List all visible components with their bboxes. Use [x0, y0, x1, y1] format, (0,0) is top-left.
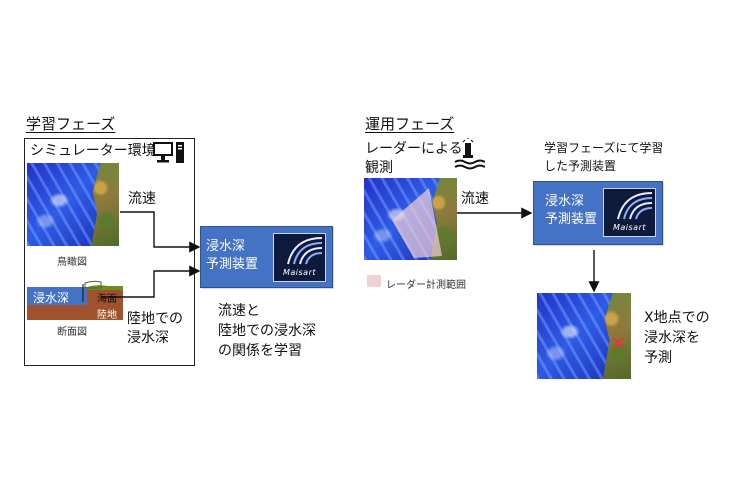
cross-section-diagram [27, 280, 123, 320]
learning-maisart-logo-icon: Maisart [273, 233, 326, 282]
operation-logo-text: Maisart [612, 223, 647, 232]
predict-line2: 浸水深を [644, 330, 700, 346]
radar-legend-swatch [367, 275, 381, 287]
predict-line1: X地点での [644, 310, 710, 326]
relation-line3: の関係を学習 [218, 343, 302, 359]
operation-maisart-logo-icon: Maisart [603, 188, 656, 237]
learning-device-line2: 予測装置 [206, 257, 259, 272]
sea-tag: 海面 [97, 294, 117, 305]
operation-device-line1: 浸水深 [545, 194, 585, 209]
radar-range-overlay [392, 188, 442, 258]
operation-phase-heading: 運用フェーズ [365, 115, 455, 133]
simulator-label: シミュレーター環境 [30, 143, 156, 159]
trained-device-caption-line1: 学習フェーズにて学習 [544, 141, 664, 155]
operation-flow-label: 流速 [461, 191, 489, 207]
land-tag: 陸地 [97, 310, 117, 321]
land-depth-label-line2: 浸水深 [127, 330, 169, 346]
inundation-depth-tag: 浸水深 [33, 291, 70, 305]
radar-observation-line2: 観測 [365, 160, 393, 176]
learning-flow-label: 流速 [128, 191, 156, 207]
learning-device-line1: 浸水深 [206, 239, 246, 254]
section-caption: 断面図 [57, 327, 87, 338]
computer-icon [153, 142, 184, 163]
radar-observation-line1: レーダーによる [365, 141, 463, 157]
radar-legend-label: レーダー計測範囲 [386, 280, 466, 291]
relation-line2: 陸地での浸水深 [218, 323, 316, 339]
relation-line1: 流速と [218, 303, 260, 319]
predict-line3: 予測 [644, 350, 672, 366]
x-marker-icon [612, 337, 624, 349]
learning-phase-heading: 学習フェーズ [26, 115, 116, 133]
operation-device-line2: 予測装置 [545, 212, 598, 227]
radar-antenna-icon [454, 138, 485, 170]
learning-logo-text: Maisart [282, 268, 317, 277]
birdseye-caption: 鳥瞰図 [57, 257, 87, 268]
land-depth-label-line1: 陸地での [127, 311, 183, 327]
trained-device-caption-line2: した予測装置 [544, 159, 617, 173]
